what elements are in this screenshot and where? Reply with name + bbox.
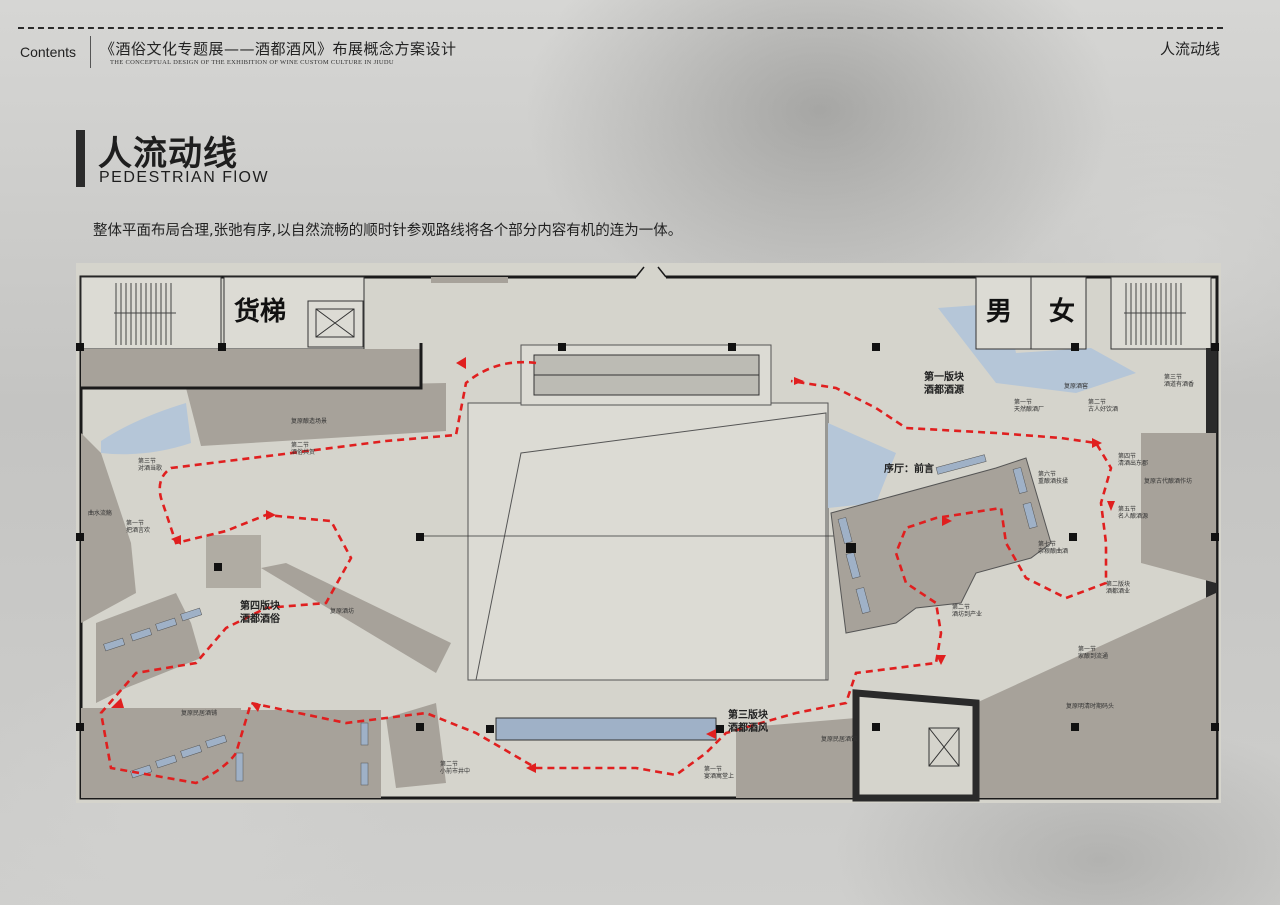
label-r8: 第二节 bbox=[1088, 398, 1106, 406]
label-misc1: 复原酒坊 bbox=[330, 607, 354, 615]
block-top-strip bbox=[431, 277, 508, 283]
label-r2: 第二节 bbox=[291, 441, 309, 449]
page-title-english: PEDESTRIAN FlOW bbox=[99, 169, 270, 186]
elevator-bottom-cross bbox=[928, 727, 960, 767]
label-r12b: 杂粮酿曲酒 bbox=[1038, 547, 1068, 555]
label-r10b: 名人酿酒源 bbox=[1118, 512, 1148, 520]
project-subtitle: THE CONCEPTUAL DESIGN OF THE EXHIBITION … bbox=[110, 59, 394, 66]
label-misc4: 复原明清时期码头 bbox=[1066, 702, 1114, 710]
display-case-bottom bbox=[495, 717, 717, 741]
label-r6b: 酒道有酒香 bbox=[1164, 380, 1194, 388]
label-r1: 第三节 bbox=[138, 457, 156, 465]
label-s1-b: 酒都酒源 bbox=[924, 383, 964, 396]
label-r11b: 重酿酒技揉 bbox=[1038, 477, 1068, 485]
label-female: 女 bbox=[1049, 296, 1075, 327]
label-misc5: 曲水流觞 bbox=[88, 509, 112, 517]
floor-plan-svg: 货梯 男 女 bbox=[76, 263, 1221, 803]
display-cases-right bbox=[837, 454, 1038, 614]
section-tag: 人流动线 bbox=[1159, 40, 1220, 58]
label-freight-elevator: 货梯 bbox=[234, 296, 286, 327]
label-s4-b: 酒都酒俗 bbox=[240, 612, 281, 625]
label-r3: 第一节 bbox=[126, 519, 144, 527]
columns bbox=[76, 343, 1219, 733]
label-r4b: 小前市井中 bbox=[440, 767, 470, 775]
block-exhibit-wall bbox=[186, 383, 446, 446]
label-s3-b: 酒都酒风 bbox=[728, 721, 768, 734]
stairs-right bbox=[1124, 283, 1186, 345]
label-r11: 第六节 bbox=[1038, 470, 1056, 478]
label-r9: 第四节 bbox=[1118, 452, 1136, 460]
title-accent-bar bbox=[76, 130, 85, 187]
exhibit-room-right bbox=[830, 457, 1052, 634]
inner-wall-top-left bbox=[81, 343, 423, 390]
label-misc3: 复原民居酒馆 bbox=[821, 735, 857, 743]
label-r12: 第七节 bbox=[1038, 540, 1056, 548]
escalator-2 bbox=[533, 374, 760, 396]
elevator-bottom bbox=[928, 727, 960, 767]
label-r1b: 对酒当歌 bbox=[138, 464, 162, 472]
label-male: 男 bbox=[986, 297, 1012, 327]
page-description: 整体平面布局合理,张弛有序,以自然流畅的顺时针参观路线将各个部分内容有机的连为一… bbox=[93, 223, 683, 239]
label-r5: 第一节 bbox=[704, 765, 722, 773]
escalator-1 bbox=[533, 354, 760, 376]
label-misc6: 复原酿造场景 bbox=[291, 417, 327, 425]
display-cases-left bbox=[103, 607, 369, 786]
label-r7: 第一节 bbox=[1014, 398, 1032, 406]
label-r15b: 家酿到流通 bbox=[1078, 652, 1108, 660]
water-feature-lobby bbox=[828, 423, 896, 508]
project-title: 《酒俗文化专题展——酒都酒风》布展概念方案设计 bbox=[100, 40, 457, 58]
label-lobby: 序厅：前言 bbox=[884, 462, 934, 475]
label-r7b: 天然酿酒厂 bbox=[1014, 405, 1044, 413]
label-r14: 第二版块 bbox=[1106, 580, 1130, 588]
elevator-room-bottom bbox=[852, 689, 980, 802]
central-hall bbox=[467, 402, 829, 681]
stairs-left bbox=[114, 283, 176, 345]
label-r8b: 古人好饮酒 bbox=[1088, 405, 1118, 413]
header-dashed-line bbox=[18, 27, 1223, 29]
label-r6: 第三节 bbox=[1164, 373, 1182, 381]
label-r3b: 把酒言欢 bbox=[126, 526, 150, 534]
block-right-lower bbox=[976, 593, 1216, 798]
elevator-cross bbox=[315, 308, 355, 338]
entrance-door bbox=[635, 266, 667, 278]
block-diagonal bbox=[261, 563, 451, 673]
label-misc2: 复原民居酒铺 bbox=[181, 709, 217, 717]
header-separator bbox=[90, 36, 91, 68]
floor-plan: 货梯 男 女 bbox=[76, 263, 1221, 803]
block-bottom-right bbox=[736, 718, 861, 798]
central-hall-diagonal bbox=[475, 412, 827, 681]
label-s3-a: 第三版块 bbox=[728, 708, 769, 721]
label-r13: 第二节 bbox=[952, 603, 970, 611]
label-r13b: 酒坊到产业 bbox=[952, 610, 982, 618]
block-bottom-mid bbox=[386, 703, 446, 788]
page-title: 人流动线 bbox=[98, 134, 238, 174]
label-s4-a: 第四版块 bbox=[240, 599, 281, 612]
label-r15: 第一节 bbox=[1078, 645, 1096, 653]
label-r9b: 清酒出东郡 bbox=[1118, 459, 1148, 467]
route-arrows bbox=[111, 357, 1115, 773]
label-r4: 第二节 bbox=[440, 760, 458, 768]
block-right-upper bbox=[1141, 433, 1216, 583]
label-misc7: 复原酒窖 bbox=[1064, 382, 1088, 390]
block-pedestal bbox=[206, 535, 261, 588]
label-s1-a: 第一版块 bbox=[924, 370, 965, 383]
water-feature-left bbox=[101, 403, 191, 455]
label-misc8: 复原古代酿酒作坊 bbox=[1144, 477, 1192, 485]
label-r2b: 酒俗共贺 bbox=[291, 448, 315, 456]
label-r10: 第五节 bbox=[1118, 505, 1136, 513]
block-left-wall bbox=[81, 433, 136, 623]
block-bottom-left-2 bbox=[226, 710, 381, 798]
block-bottom-left bbox=[81, 708, 241, 798]
label-r14b: 酒都酒业 bbox=[1106, 587, 1130, 595]
elevator-car bbox=[315, 308, 355, 338]
block-top-left bbox=[81, 349, 421, 388]
contents-label: Contents bbox=[20, 44, 77, 60]
label-r5b: 宴酒寓堂上 bbox=[704, 772, 734, 780]
